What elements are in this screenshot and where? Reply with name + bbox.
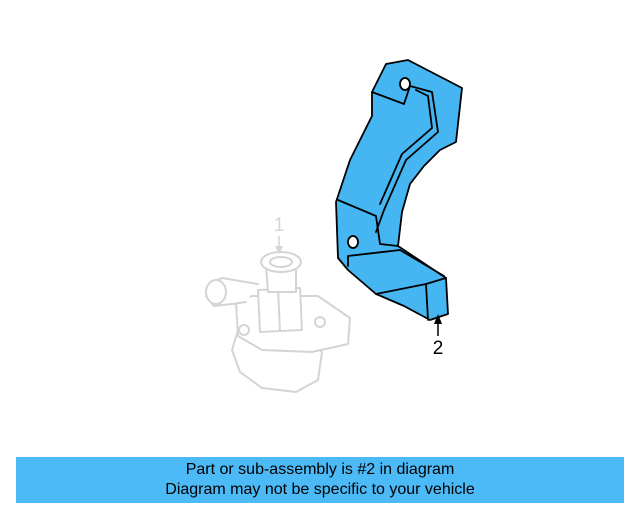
bracket-foot-face — [425, 277, 447, 321]
callout-1-number: 1 — [274, 215, 285, 236]
pump-bolt — [314, 316, 326, 328]
pump-hex-edge — [277, 288, 281, 332]
banner-line-1: Part or sub-assembly is #2 in diagram — [185, 461, 455, 478]
info-banner: Part or sub-assembly is #2 in diagram Di… — [16, 457, 624, 503]
banner-line-2: Diagram may not be specific to your vehi… — [165, 481, 475, 498]
pump-bolt — [238, 324, 250, 336]
parts-diagram: 1 2 — [205, 59, 463, 393]
pump-top-cap-inner — [269, 256, 293, 268]
pump-inlet-opening — [205, 279, 227, 305]
callout-1: 1 — [274, 215, 285, 254]
bracket-foot-bottom — [375, 283, 427, 295]
bracket-mounting-hole — [399, 77, 411, 91]
bracket-inner-rib — [379, 89, 433, 205]
bracket-lower-flange — [347, 249, 445, 277]
callout-2-number: 2 — [433, 338, 444, 359]
part-2-bracket — [335, 59, 463, 321]
bracket-side-face — [337, 199, 399, 247]
part-1-pump — [205, 251, 351, 393]
bracket-body — [335, 59, 463, 321]
pump-neck — [265, 265, 297, 293]
callout-2-arrowhead — [434, 314, 442, 324]
bracket-mounting-hole — [347, 235, 359, 249]
callout-2: 2 — [433, 314, 444, 359]
callout-1-arrowhead — [275, 246, 283, 254]
bracket-fold-edge — [371, 85, 439, 233]
